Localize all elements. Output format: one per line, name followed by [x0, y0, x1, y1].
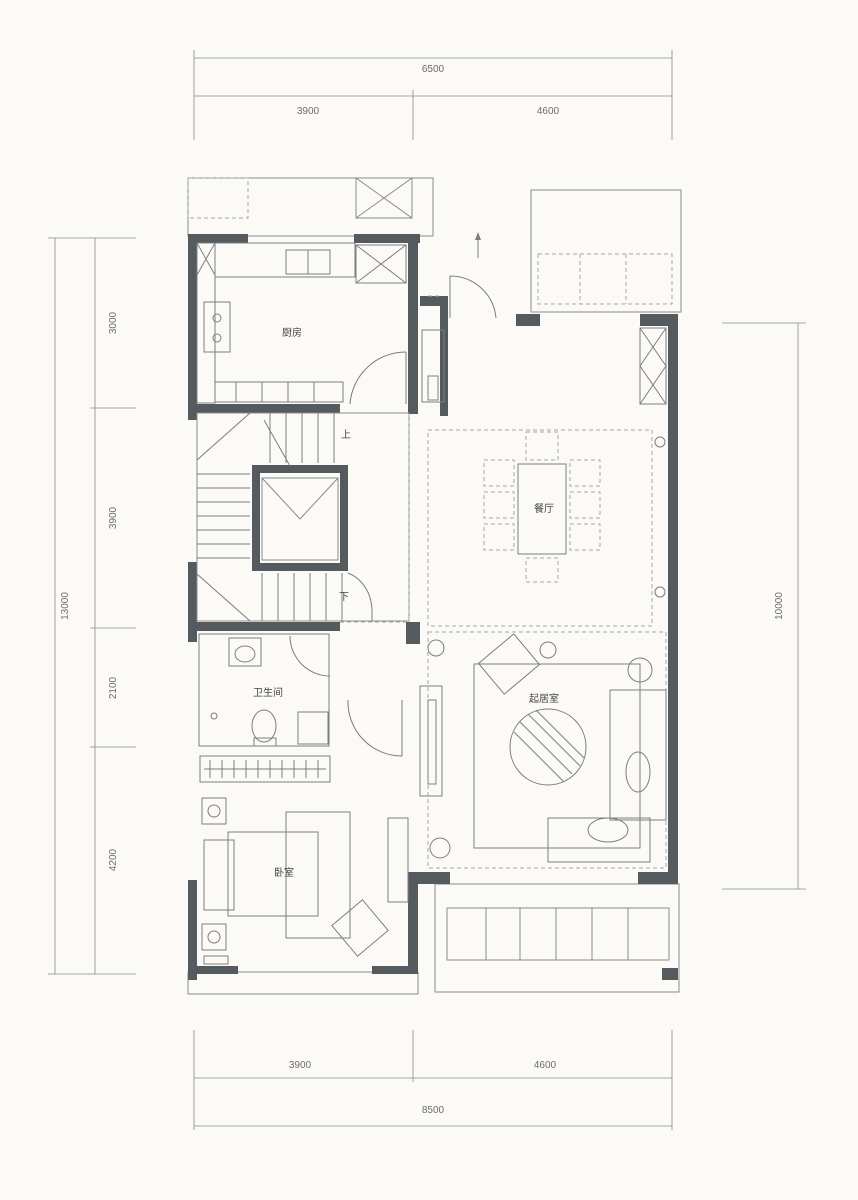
top-dimensions: 6500 3900 4600 — [193, 50, 673, 140]
stair-up-label: 上 — [341, 429, 351, 441]
stair-down-label: 下 — [339, 592, 349, 603]
dim-left-seg4: 4200 — [108, 848, 119, 871]
room-label-dining: 餐厅 — [534, 502, 554, 515]
kitchen: 厨房 — [196, 242, 407, 405]
dim-top-right: 4600 — [537, 106, 560, 117]
living-room: 起居室 — [419, 631, 667, 869]
dim-right-total: 10000 — [774, 592, 785, 620]
dim-top-left: 3900 — [297, 106, 320, 117]
corridor — [340, 232, 497, 623]
dim-left-seg1: 3000 — [108, 311, 119, 334]
wardrobe — [199, 755, 331, 783]
room-label-living: 起居室 — [529, 692, 559, 705]
left-dimensions: 13000 3000 3900 2100 4200 — [48, 237, 136, 975]
dim-bottom-left: 3900 — [289, 1060, 312, 1071]
dim-left-total: 13000 — [60, 592, 71, 620]
staircase: 上 下 — [196, 412, 410, 622]
bathroom: 卫生间 — [198, 633, 403, 757]
dim-left-seg2: 3900 — [108, 506, 119, 529]
dining-area: 餐厅 — [427, 327, 667, 627]
room-label-kitchen: 厨房 — [282, 326, 302, 339]
dim-top-total: 6500 — [422, 64, 445, 75]
room-label-bedroom: 卧室 — [274, 866, 294, 879]
dim-bottom-right: 4600 — [534, 1060, 557, 1071]
exterior-outlines — [187, 177, 682, 995]
room-label-bathroom: 卫生间 — [253, 686, 283, 699]
bedroom: 卧室 — [201, 797, 409, 965]
dim-left-seg3: 2100 — [108, 676, 119, 699]
right-dimensions: 10000 — [722, 322, 806, 890]
dim-bottom-total: 8500 — [422, 1105, 445, 1116]
bottom-dimensions: 3900 4600 8500 — [193, 1030, 673, 1130]
